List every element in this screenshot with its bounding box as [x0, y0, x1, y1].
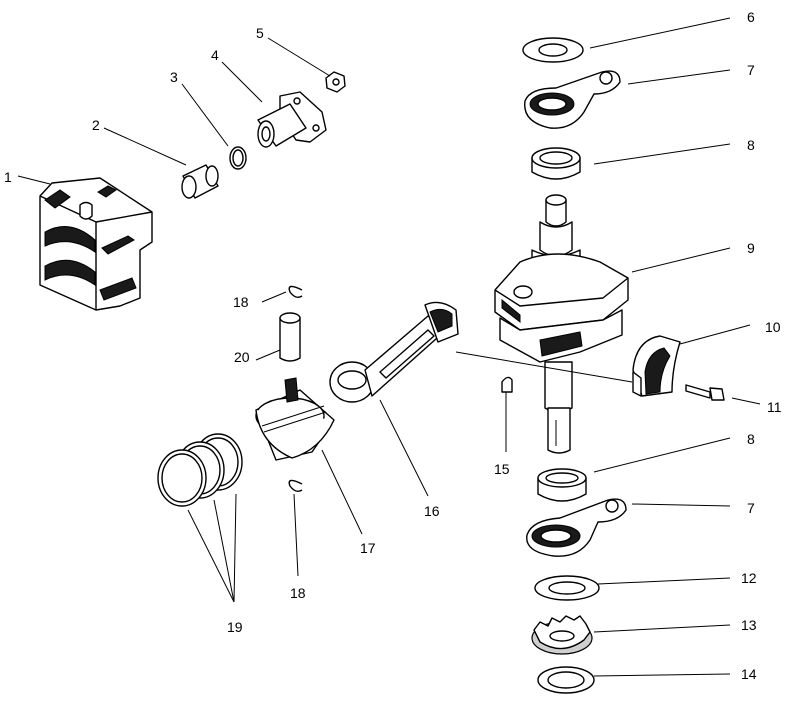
part-18-snap-ring-lower — [288, 479, 303, 493]
part-14-washer — [537, 666, 595, 694]
part-1-cylinder-block — [39, 177, 153, 311]
part-3-o-ring — [229, 146, 247, 170]
callout-9: 9 — [747, 240, 755, 256]
callout-15: 15 — [494, 461, 510, 477]
callout-2: 2 — [92, 117, 100, 133]
part-19-piston-rings — [157, 433, 243, 507]
callout-7-upper: 7 — [747, 62, 755, 78]
part-13-gear — [531, 615, 593, 655]
part-18-snap-ring-upper — [288, 285, 303, 299]
part-5-nut — [325, 71, 346, 93]
callout-17: 17 — [360, 540, 376, 556]
callout-4: 4 — [211, 47, 219, 63]
callout-19: 19 — [227, 619, 243, 635]
part-15-woodruff-key — [501, 376, 513, 393]
callout-10: 10 — [765, 319, 781, 335]
part-12-washer — [534, 575, 600, 601]
part-20-piston-pin — [279, 312, 301, 362]
part-11-bolt — [685, 384, 725, 401]
leader-lines — [17, 17, 761, 677]
part-9-crankshaft — [494, 194, 629, 454]
part-4-housing — [257, 91, 327, 148]
part-2-bushing — [181, 164, 219, 199]
callout-20: 20 — [234, 349, 250, 365]
part-7-counterweight-upper — [524, 70, 621, 129]
part-8-ring-lower — [537, 468, 587, 502]
part-16-connecting-rod — [329, 301, 459, 403]
callout-1: 1 — [4, 169, 12, 185]
callout-3: 3 — [170, 69, 178, 85]
part-7-counterweight-lower — [526, 498, 627, 557]
callout-6: 6 — [747, 9, 755, 25]
callout-labels: 1 2 3 4 5 6 7 8 9 10 11 8 7 12 13 14 15 … — [4, 9, 782, 682]
part-17-piston — [255, 377, 335, 461]
callout-8-lower: 8 — [747, 431, 755, 447]
callout-12: 12 — [741, 570, 757, 586]
callout-13: 13 — [741, 617, 757, 633]
callout-5: 5 — [256, 25, 264, 41]
callout-16: 16 — [424, 503, 440, 519]
callout-18-lower: 18 — [290, 585, 306, 601]
part-10-bearing-cap — [632, 335, 681, 397]
callout-7-lower: 7 — [747, 500, 755, 516]
callout-18-upper: 18 — [233, 294, 249, 310]
callout-8-upper: 8 — [747, 137, 755, 153]
callout-14: 14 — [741, 666, 757, 682]
callout-11: 11 — [767, 399, 782, 415]
part-6-washer — [522, 37, 584, 63]
part-8-ring-upper — [531, 147, 581, 180]
